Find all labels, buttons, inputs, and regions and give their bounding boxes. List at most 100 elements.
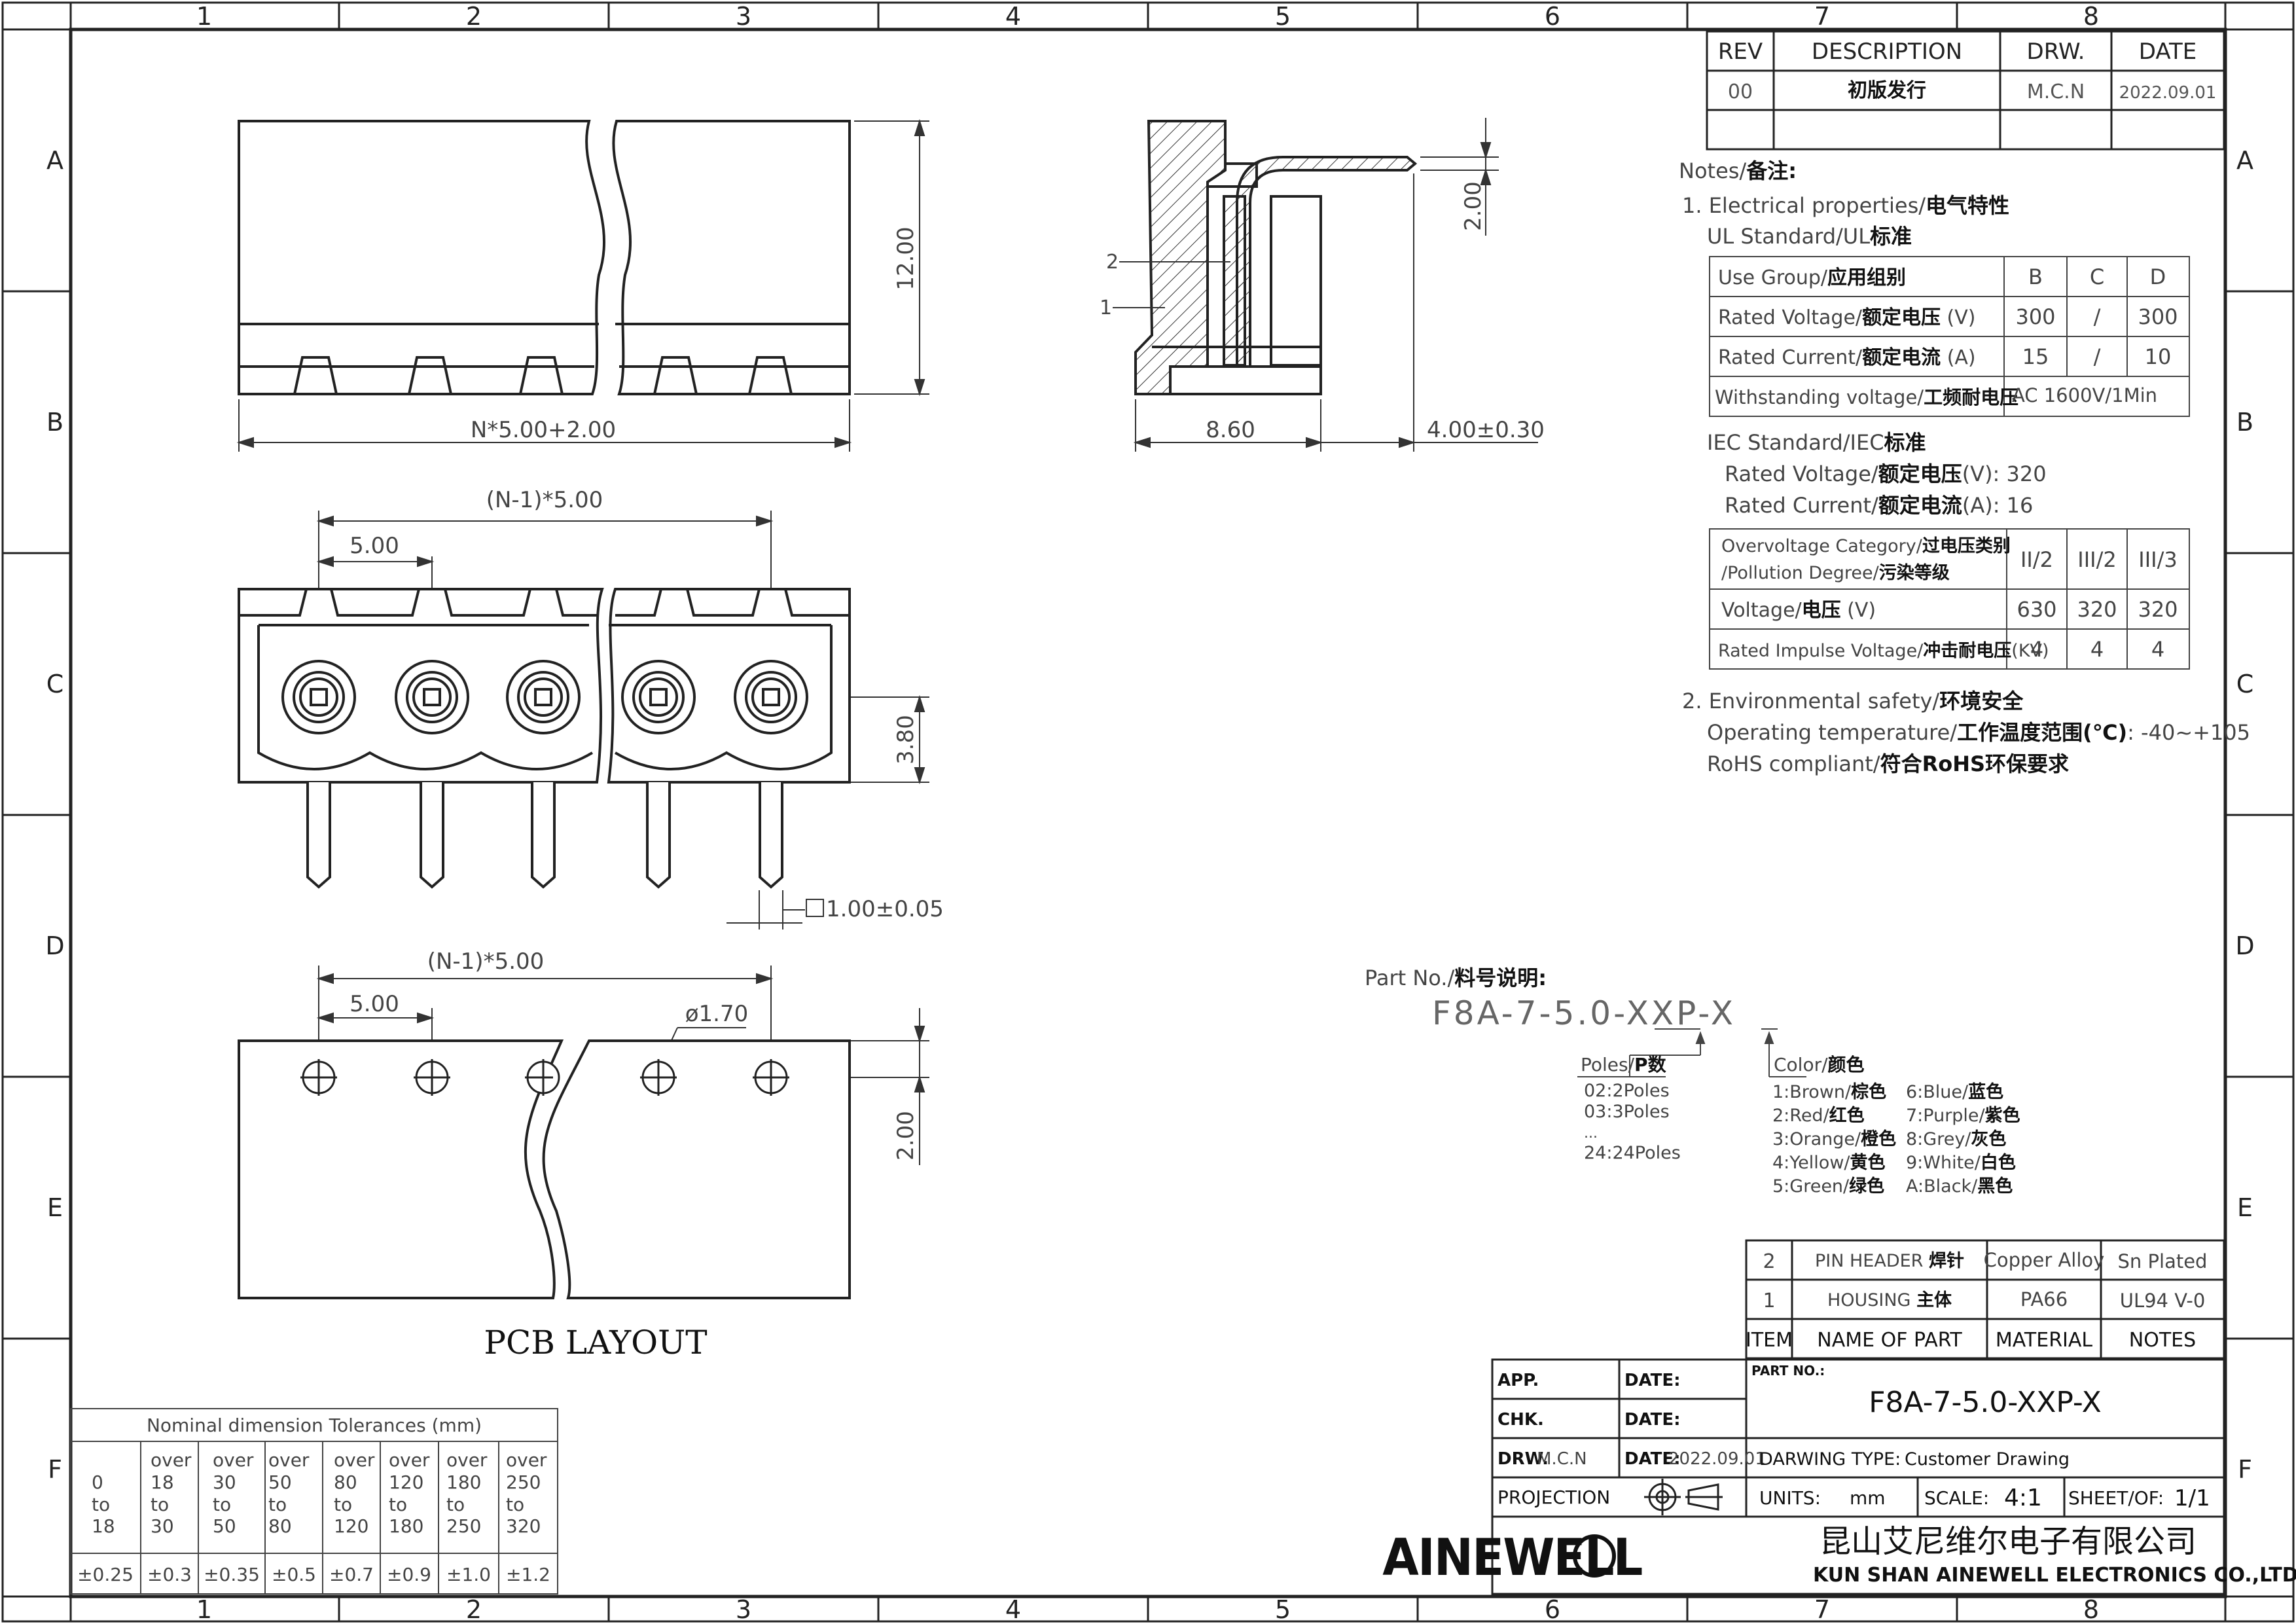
ul-current-d: 10 [2145,344,2172,369]
tolerance-value-2: ±0.35 [204,1564,260,1585]
ul-voltage-c: / [2094,304,2101,329]
range-4-c: to [334,1494,352,1515]
callout-1: 1 [1100,297,1112,319]
col-label-3-bottom: 3 [736,1595,751,1624]
part-number-block: Part No./料号说明: F8A-7-5.0-XXP-X Poles/P数 … [1365,965,2020,1197]
range-2-d: 50 [213,1515,236,1537]
iec-rated-voltage: Rated Voltage/额定电压(V): 320 [1725,461,2047,486]
bom-header-notes: NOTES [2129,1329,2196,1352]
ul-table: Use Group/应用组别 Rated Voltage/额定电压 (V) Ra… [1709,256,2190,417]
iec-impulse-3: 4 [2151,637,2164,662]
title-part-number: F8A-7-5.0-XXP-X [1869,1386,2102,1419]
color-a-en: A:Black/ [1906,1176,1978,1197]
row-label-d-right: D [2235,931,2254,960]
color-option-1: 1:Brown/棕色 [1772,1081,1886,1102]
pole-option-ellipsis: ... [1584,1125,1598,1142]
ul-use-group-en: Use Group/ [1718,266,1828,289]
pole-option-2: 02:2Poles [1584,1081,1670,1101]
app-date-label: DATE: [1624,1371,1681,1390]
color-8-cn: 灰色 [1971,1128,2006,1149]
tolerance-table: Nominal dimension Tolerances (mm) 0 to 1… [70,1408,558,1595]
col-label-4-bottom: 4 [1005,1595,1021,1624]
col-label-2: 2 [466,2,482,31]
date-value: 2022.09.01 [2119,83,2217,103]
front-pitch-total-dim: (N-1)*5.00 [486,487,603,513]
terminal-screws [281,660,808,734]
side-width-dim: 8.60 [1206,417,1255,443]
ul-row-rated-voltage: Rated Voltage/额定电压 (V) [1718,306,1975,329]
range-6-b: 180 [446,1471,481,1493]
color-9-en: 9:White/ [1906,1153,1981,1173]
bom-name-2-cn: 焊针 [1929,1251,1964,1271]
iec-cat-2: III/2 [2077,547,2116,572]
pole-option-24: 24:24Poles [1584,1143,1681,1163]
logo-text: AINEWELL [1382,1527,1641,1587]
col-label-4: 4 [1005,2,1021,31]
poles-label-en: Poles/ [1581,1054,1635,1075]
ul-standard: UL Standard/UL标准 [1707,224,1912,249]
operating-temperature: Operating temperature/工作温度范围(℃): -40~+10… [1707,720,2250,745]
iec-rated-current-value: (A): 16 [1962,493,2034,518]
pcb-hole-dim: ø1.70 [685,1001,749,1027]
color-7-en: 7:Purple/ [1906,1106,1986,1126]
col-label-6-bottom: 6 [1545,1595,1560,1624]
rev-header: REV [1718,39,1763,65]
range-6-a: over [446,1449,488,1471]
bom-header-material: MATERIAL [1996,1329,2093,1352]
ul-row-rated-current: Rated Current/额定电流 (A) [1718,346,1976,369]
row-label-a: A [46,146,63,175]
drw-value: M.C.N [2027,81,2085,103]
date-header: DATE [2139,39,2197,65]
sheet-label: SHEET/OF: [2068,1487,2164,1509]
iec-voltage-unit: (V) [1841,599,1876,622]
side-view [1134,120,1418,395]
color-option-a: A:Black/黑色 [1906,1176,2013,1197]
range-0-c: 18 [92,1515,115,1537]
color-1-en: 1:Brown/ [1772,1082,1852,1102]
ul-group-d: D [2150,264,2166,289]
row-label-e-right: E [2237,1193,2253,1222]
scale-label: SCALE: [1924,1487,1989,1509]
rohs-en: RoHS compliant/ [1707,751,1880,776]
chk-date-label: DATE: [1624,1410,1681,1430]
row-label-f: F [48,1455,62,1484]
col-label-6: 6 [1545,2,1560,31]
range-7-a: over [506,1449,547,1471]
iec-rated-voltage-value: (V): 320 [1962,461,2047,486]
range-7-c: to [506,1494,524,1515]
row-label-c-right: C [2236,670,2254,698]
drawing-type-value: Customer Drawing [1905,1449,2070,1470]
color-a-cn: 黑色 [1977,1176,2013,1197]
tolerance-value-0: ±0.25 [77,1564,134,1585]
bom-name-2: PIN HEADER 焊针 [1815,1251,1964,1271]
app-label: APP. [1498,1371,1539,1390]
row-label-e: E [47,1193,63,1222]
row-label-b-right: B [2236,408,2253,437]
color-3-cn: 橙色 [1861,1128,1896,1149]
range-2-c: to [213,1494,231,1515]
ul-rated-current-cn: 额定电流 [1862,346,1941,369]
range-4-d: 120 [334,1515,368,1537]
color-3-en: 3:Orange/ [1772,1129,1861,1149]
col-label-2-bottom: 2 [466,1595,482,1624]
bom-item-2: 2 [1763,1250,1775,1273]
side-offset-dim: 4.00±0.30 [1427,417,1545,443]
range-1-a: over [151,1449,192,1471]
iec-voltage-en: Voltage/ [1721,599,1803,622]
color-4-cn: 黄色 [1850,1152,1886,1173]
iec-pollution-en: /Pollution Degree/ [1721,563,1880,583]
range-3-a: over [268,1449,310,1471]
solder-pins [306,782,783,889]
bom-name-2-en: PIN HEADER [1815,1251,1929,1271]
range-6-d: 250 [446,1515,481,1537]
bom-name-1-en: HOUSING [1827,1290,1916,1310]
chk-label: CHK. [1498,1410,1544,1430]
description-header: DESCRIPTION [1812,39,1962,65]
range-7-d: 320 [506,1515,541,1537]
iec-cat-1: II/2 [2020,547,2053,572]
front-height-dim: 3.80 [893,715,919,765]
environmental-block: 2. Environmental safety/环境安全 Operating t… [1682,689,2250,776]
iec-rated-current: Rated Current/额定电流(A): 16 [1725,493,2033,518]
iec-voltage-row: Voltage/电压 (V) [1721,599,1876,622]
